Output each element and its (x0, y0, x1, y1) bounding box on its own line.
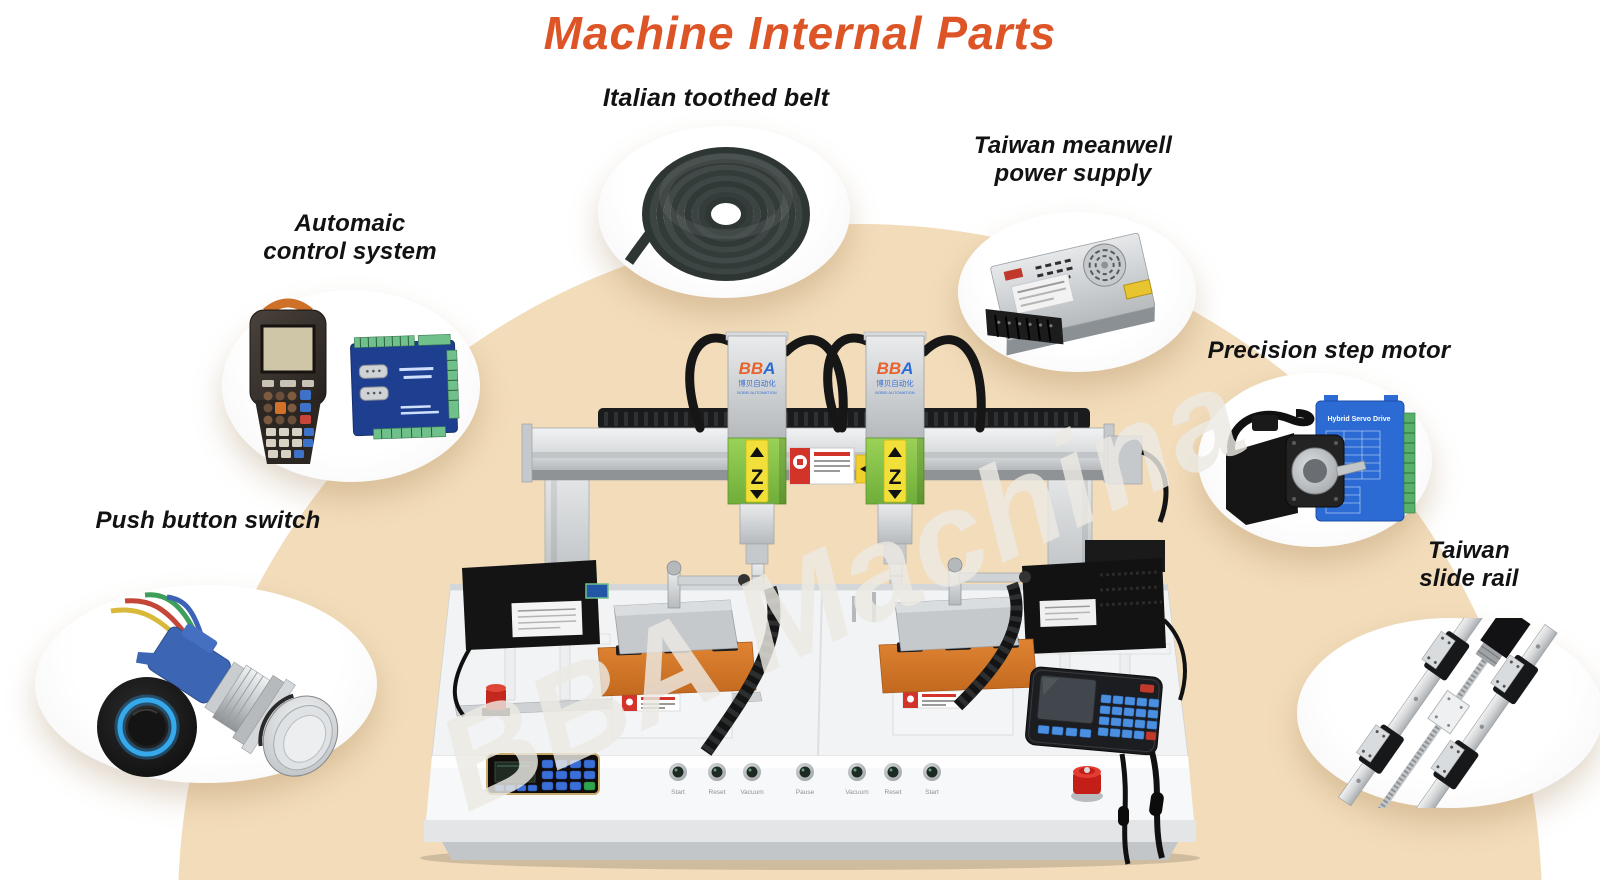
motor-cable (1227, 409, 1315, 472)
screw-motor (1480, 618, 1531, 659)
carriage-block (1356, 724, 1404, 774)
ball-screw (1369, 618, 1531, 808)
toothed-belt-illustration (624, 147, 810, 281)
photo-oval-slide-rail (1297, 618, 1600, 808)
stepper-motor (1226, 409, 1367, 525)
driver-terminals (1403, 412, 1416, 514)
label-control-system: Automaic control system (200, 210, 500, 267)
carriage-block (1490, 654, 1539, 705)
linear-rails (1338, 618, 1558, 808)
metal-push-button (135, 623, 339, 777)
blue-led-ring (117, 697, 177, 757)
rail-2 (1395, 624, 1558, 808)
label-rail-line2: slide rail (1419, 565, 1519, 593)
photo-oval-step-motor: Hybrid Servo Drive (1198, 373, 1432, 547)
label-slide-rail: Taiwan slide rail (1364, 537, 1574, 594)
step-motor-illustration: Hybrid Servo Drive (1226, 395, 1416, 525)
lcd-screen (260, 324, 316, 374)
power-supply-illustration (985, 232, 1156, 356)
label-power-line1: Taiwan meanwell (973, 132, 1173, 159)
photo-oval-control-system (222, 290, 480, 482)
label-rail-line1: Taiwan (1428, 537, 1510, 564)
fan-grille (1083, 243, 1127, 287)
motion-control-board (350, 334, 460, 440)
keypad (262, 380, 314, 458)
brand-sticker (1003, 267, 1024, 281)
power-supply-unit (985, 232, 1156, 356)
warning-sticker (1123, 278, 1153, 300)
photo-oval-toothed-belt (598, 126, 850, 298)
coupling (1475, 642, 1503, 668)
belt-coil (624, 147, 810, 281)
photo-oval-push-button (35, 585, 377, 783)
carriage-block (1430, 739, 1479, 790)
driver-label: Hybrid Servo Drive (1327, 416, 1390, 423)
silkscreen-text (399, 366, 439, 415)
orange-handle (263, 298, 313, 316)
terminal-block (985, 309, 1064, 345)
bearing-block (1427, 689, 1471, 735)
spec-label (1010, 273, 1075, 315)
label-control-line1: Automaic (294, 210, 406, 237)
motor-shaft (1335, 460, 1367, 477)
label-power-supply: Taiwan meanwell power supply (923, 132, 1223, 189)
label-toothed-belt: Italian toothed belt (602, 84, 830, 112)
db9-connectors (358, 364, 389, 401)
rail-1 (1338, 618, 1501, 807)
label-control-line2: control system (263, 238, 437, 266)
handheld-programmer (249, 298, 327, 464)
control-system-illustration (249, 298, 460, 464)
carriage-block (1421, 630, 1470, 681)
photo-oval-power-supply (958, 212, 1196, 372)
slide-rail-illustration (1338, 618, 1558, 808)
label-power-line2: power supply (994, 160, 1152, 188)
page-title: Machine Internal Parts (543, 7, 1057, 59)
label-push-button: Push button switch (95, 507, 321, 534)
label-step-motor: Precision step motor (1207, 337, 1451, 364)
illuminated-button-inset (97, 677, 197, 777)
push-button-illustration (97, 592, 339, 777)
